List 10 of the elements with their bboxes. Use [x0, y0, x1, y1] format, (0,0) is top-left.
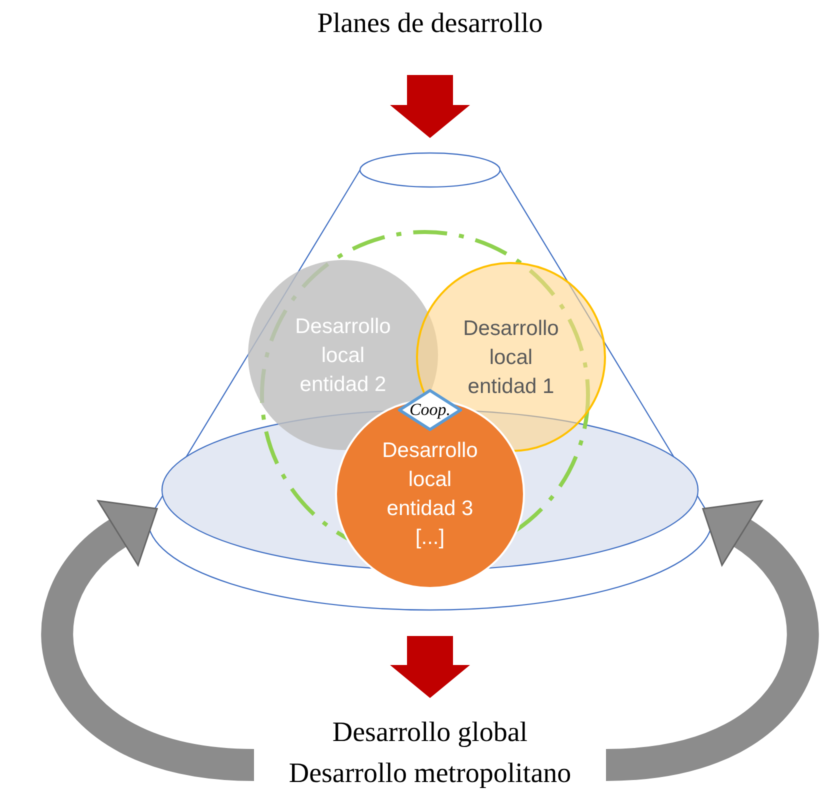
block-arrow — [390, 636, 470, 698]
outcome-text: Desarrollo global — [332, 716, 528, 750]
circle-label: Desarrollo local entidad 3 [...] — [381, 438, 479, 551]
outcome-text: Desarrollo metropolitano — [288, 757, 572, 791]
heading-text: Planes de desarrollo — [230, 8, 630, 40]
curved-block-arrow — [42, 502, 256, 781]
block-arrow — [390, 75, 470, 138]
curved-block-arrow — [604, 502, 818, 781]
diamond-label: Coop. — [409, 400, 451, 420]
circle-label: Desarrollo local entidad 1 — [462, 316, 560, 400]
